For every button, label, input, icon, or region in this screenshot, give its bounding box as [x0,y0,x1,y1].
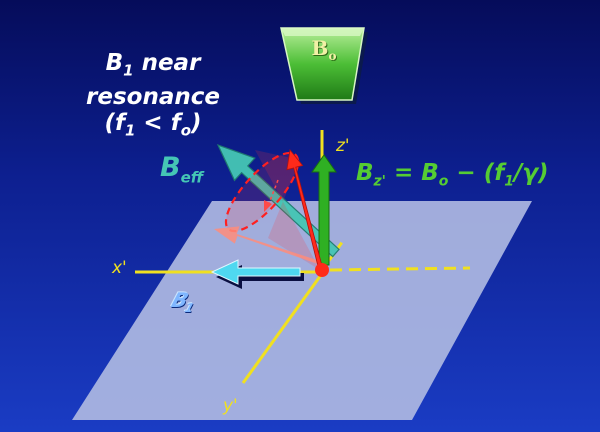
magnet-label: Bo [311,36,337,63]
title-b1-near-resonance: B1 near resonance (f1 < fo) [86,50,220,140]
x-axis-negative-dashed [329,266,471,272]
x-axis-label: x' [112,258,127,278]
bz-effective-arrow [311,154,337,266]
y-axis-label: y' [223,396,238,416]
magnet-block [280,27,368,104]
b1-arrow [210,259,304,289]
beff-label: Beff [160,152,204,187]
precession-cone [224,150,320,270]
z-axis-label: z' [336,136,350,156]
xy-plane [72,201,532,420]
bz-equation: Bz' = Bo − (f1/γ) [356,160,549,190]
magnetization-trace-arrow [214,226,325,266]
magnetization-arrow [286,149,329,277]
y-axis-line [241,274,323,384]
